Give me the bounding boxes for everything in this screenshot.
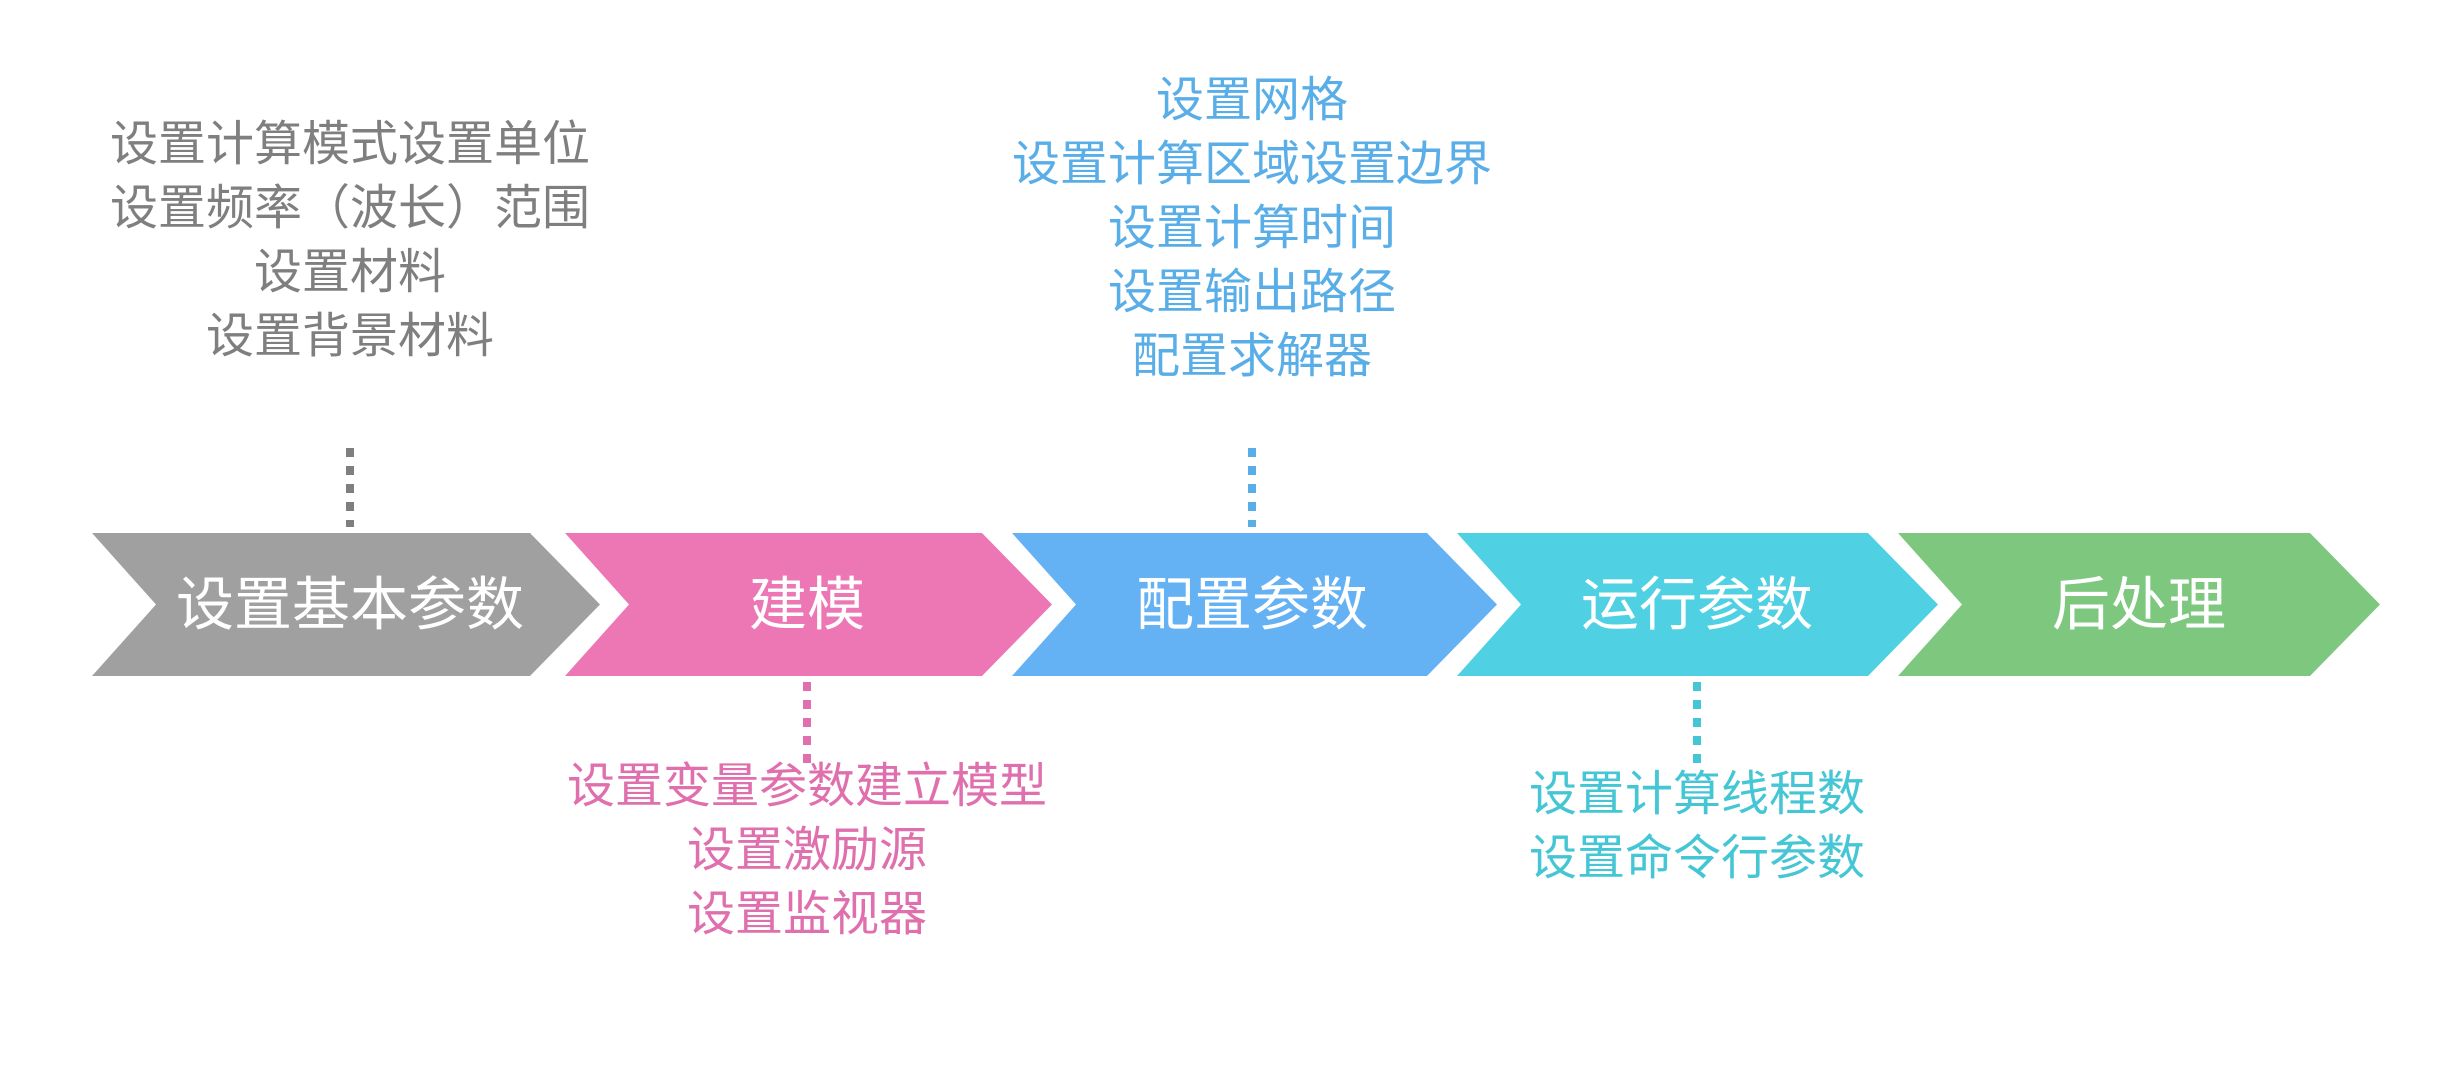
- step-3-note-line: 设置网格: [1156, 72, 1348, 128]
- step-2-note-line: 设置激励源: [687, 822, 927, 878]
- step-1-note-line: 设置计算模式设置单位: [110, 116, 590, 172]
- step-1-note-line: 设置材料: [254, 244, 446, 300]
- step-label-5: 后处理: [2052, 571, 2226, 639]
- step-label-4: 运行参数: [1581, 571, 1813, 639]
- step-3-note-line: 设置输出路径: [1108, 264, 1396, 320]
- step-4-note-line: 设置命令行参数: [1529, 830, 1865, 886]
- step-chevron-2: [565, 533, 1052, 676]
- step-2-note-line: 设置监视器: [687, 886, 927, 942]
- step-4-note-line: 设置计算线程数: [1529, 766, 1865, 822]
- step-1-note-line: 设置频率（波长）范围: [110, 180, 590, 236]
- step-3-note-line: 配置求解器: [1132, 328, 1372, 384]
- step-label-2: 建模: [749, 571, 865, 639]
- step-chevron-1: [92, 533, 600, 676]
- step-3-note-line: 设置计算区域设置边界: [1012, 136, 1492, 192]
- step-label-3: 配置参数: [1136, 571, 1368, 639]
- step-1-note-line: 设置背景材料: [206, 308, 494, 364]
- step-chevron-5: [1898, 533, 2380, 676]
- step-3-note-line: 设置计算时间: [1108, 200, 1396, 256]
- step-chevron-3: [1012, 533, 1497, 676]
- step-2-note-line: 设置变量参数建立模型: [567, 758, 1047, 814]
- step-chevron-4: [1457, 533, 1938, 676]
- step-label-1: 设置基本参数: [176, 571, 524, 639]
